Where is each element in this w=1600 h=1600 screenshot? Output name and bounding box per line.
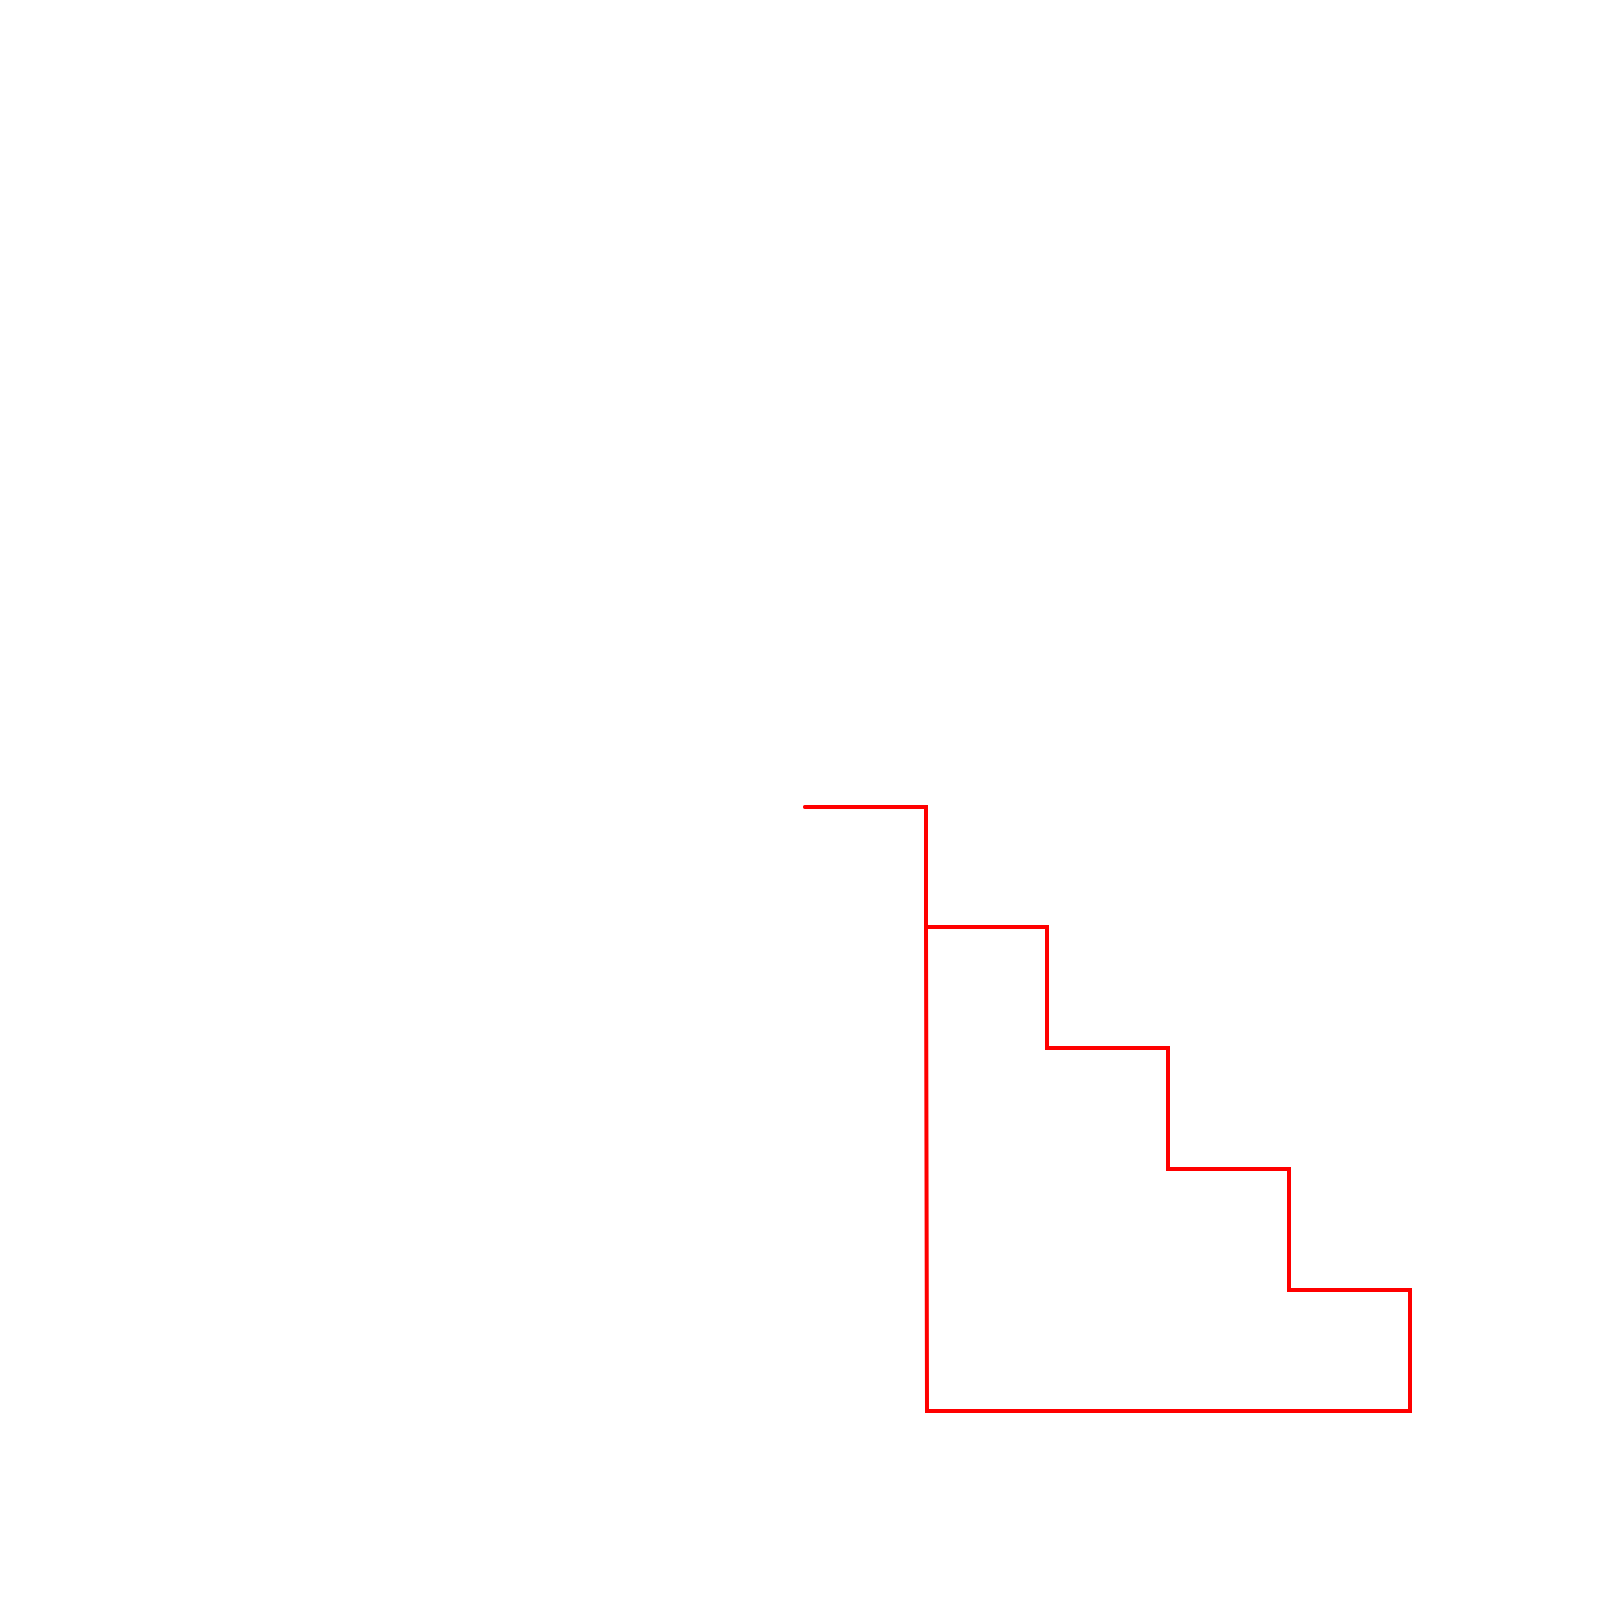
lead-in-line — [803, 805, 928, 929]
staircase-outline — [923, 925, 1412, 1413]
